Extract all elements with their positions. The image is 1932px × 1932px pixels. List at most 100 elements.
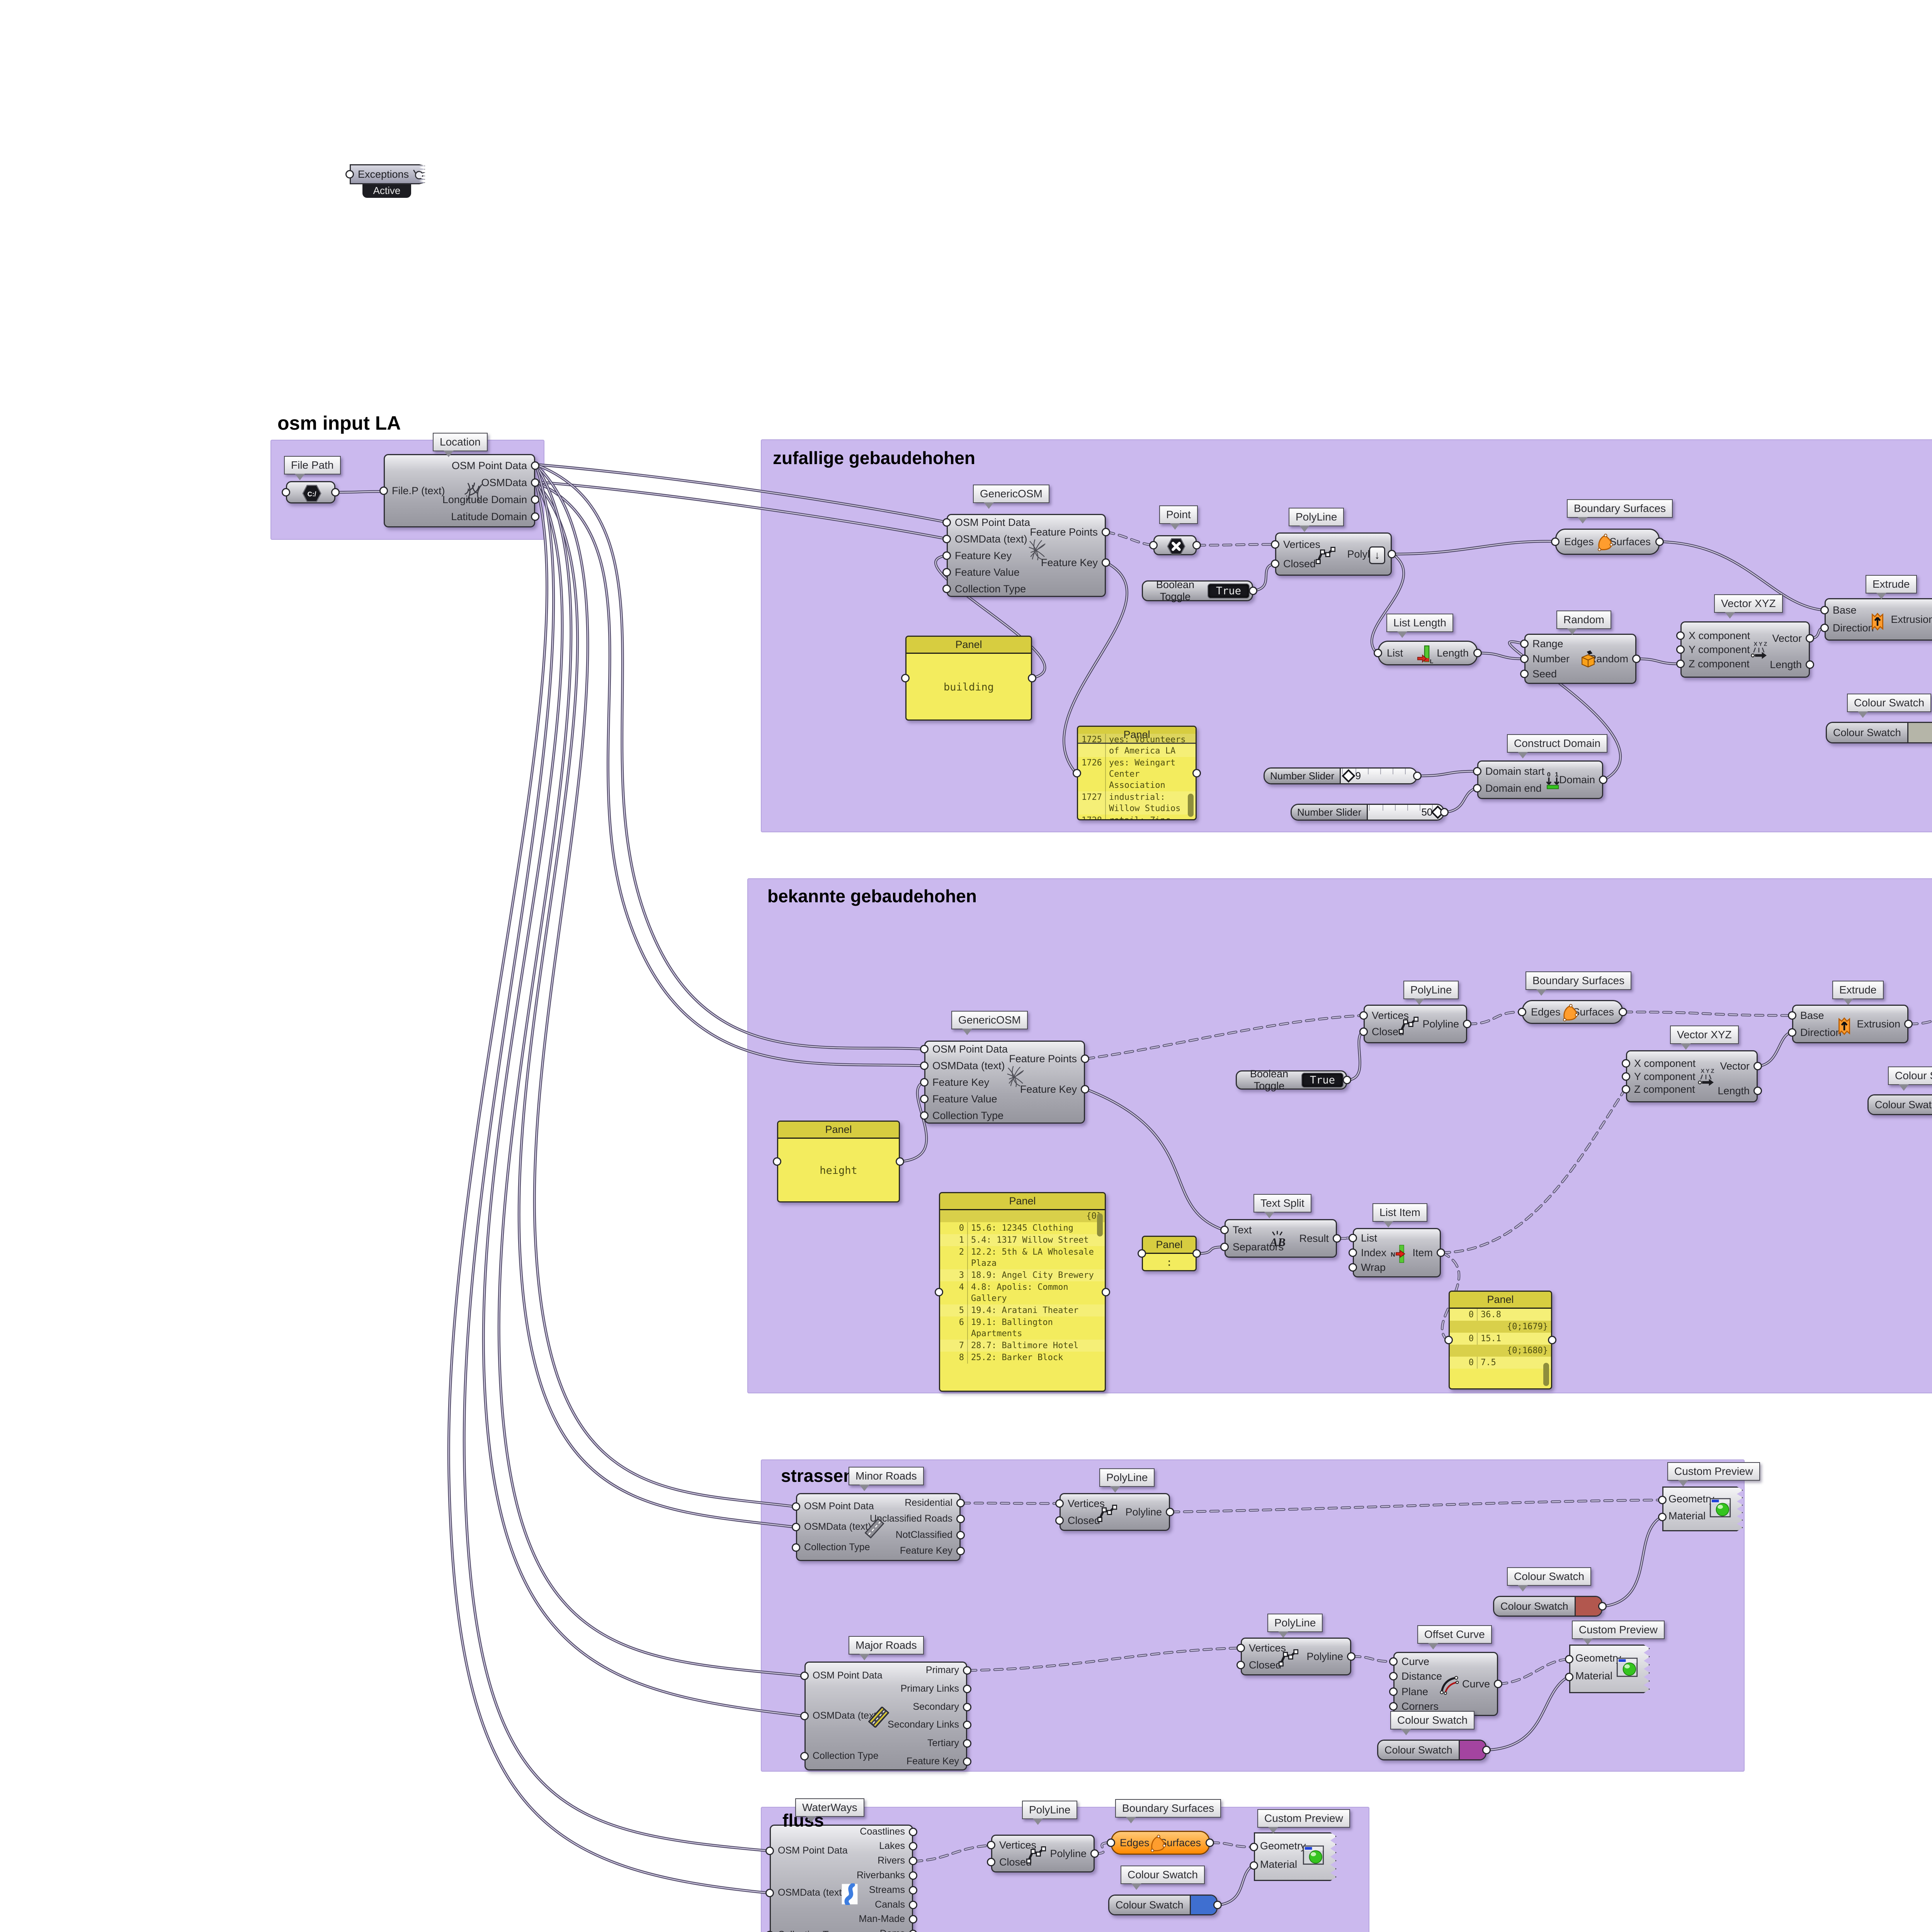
input-port[interactable] [1107,1838,1115,1847]
output-port[interactable] [963,1703,971,1712]
output-port[interactable] [531,512,539,521]
output-port[interactable] [1548,1336,1556,1344]
input-port[interactable] [1073,769,1081,777]
slider-track[interactable]: 50 [1368,805,1443,820]
input-port[interactable] [1389,1702,1398,1711]
input-port[interactable] [1359,1027,1368,1036]
input-port[interactable] [792,1543,800,1552]
output-port[interactable] [1440,808,1449,816]
output-port[interactable] [1249,587,1257,595]
output-port[interactable] [1473,649,1482,657]
colour-swatch-g4_swb[interactable]: Colour Swatch [1108,1895,1218,1915]
toggle-value[interactable]: True [1207,583,1250,599]
input-port[interactable] [1676,659,1685,668]
input-port[interactable] [800,1752,809,1761]
output-port[interactable] [963,1739,971,1748]
colour-swatch-g1_sw[interactable]: Colour Swatch [1826,722,1932,743]
input-port[interactable] [1138,1249,1146,1258]
input-port[interactable] [1220,1226,1229,1234]
panel-g2_pc[interactable]: Panel: [1142,1236,1197,1271]
output-port[interactable] [963,1684,971,1693]
input-port[interactable] [1389,1687,1398,1696]
input-port[interactable] [1518,1008,1526,1016]
output-port[interactable] [909,1871,917,1880]
group-bek[interactable] [747,878,1932,1393]
input-port[interactable] [1820,605,1829,614]
slider-track[interactable]: 9 [1341,769,1416,783]
input-port[interactable] [1349,1263,1357,1272]
output-port[interactable] [531,478,539,487]
input-port[interactable] [765,1888,774,1897]
panel-scrollbar[interactable] [1543,1363,1549,1386]
output-port[interactable] [909,1857,917,1866]
input-port[interactable] [1389,1657,1398,1666]
input-port[interactable] [800,1671,809,1680]
input-port[interactable] [1520,639,1529,648]
input-port[interactable] [1658,1512,1667,1521]
input-port[interactable] [1676,631,1685,640]
input-port[interactable] [1473,784,1481,793]
input-port[interactable] [765,1847,774,1855]
input-port[interactable] [1820,624,1829,632]
input-port[interactable] [1658,1495,1667,1504]
output-port[interactable] [1904,1020,1913,1028]
swatch-color[interactable] [1459,1741,1485,1759]
output-port[interactable] [1388,550,1396,558]
output-port[interactable] [1806,634,1814,643]
output-port[interactable] [963,1720,971,1729]
input-port[interactable] [1236,1660,1245,1669]
output-port[interactable] [331,488,340,497]
input-port[interactable] [1788,1028,1796,1037]
output-port[interactable] [956,1546,965,1555]
output-port[interactable] [896,1157,904,1166]
output-port[interactable] [1347,1652,1355,1661]
input-port[interactable] [920,1044,929,1053]
input-port[interactable] [920,1061,929,1070]
toggle-value[interactable]: True [1301,1072,1344,1088]
output-port[interactable] [1753,1087,1762,1095]
input-port[interactable] [1551,537,1560,546]
input-port[interactable] [920,1094,929,1103]
input-port[interactable] [1389,1672,1398,1681]
colour-swatch-g2_sw[interactable]: Colour Swatch [1867,1094,1932,1115]
output-port[interactable] [1806,660,1814,669]
output-port[interactable] [1598,1602,1607,1611]
input-port[interactable] [942,518,951,527]
input-port[interactable] [987,1857,995,1866]
slider-grip[interactable] [1341,769,1355,783]
output-port[interactable] [909,1886,917,1895]
input-port[interactable] [1473,767,1481,776]
input-port[interactable] [1444,1336,1453,1344]
input-port[interactable] [1220,1243,1229,1251]
output-port[interactable] [1463,1020,1471,1028]
colour-swatch-g3_swp[interactable]: Colour Swatch [1377,1740,1486,1760]
input-port[interactable] [792,1523,800,1531]
colour-swatch-g3_swr[interactable]: Colour Swatch [1493,1596,1602,1617]
expand-button[interactable]: ↓ [1369,546,1385,564]
output-port[interactable] [1494,1680,1502,1688]
input-port[interactable] [942,584,951,593]
input-port[interactable] [379,486,388,495]
output-port[interactable] [1333,1234,1341,1243]
input-port[interactable] [942,551,951,560]
output-port[interactable] [1343,1076,1351,1084]
input-port[interactable] [1055,1516,1064,1525]
output-port[interactable] [909,1915,917,1924]
output-port[interactable] [1655,537,1664,546]
